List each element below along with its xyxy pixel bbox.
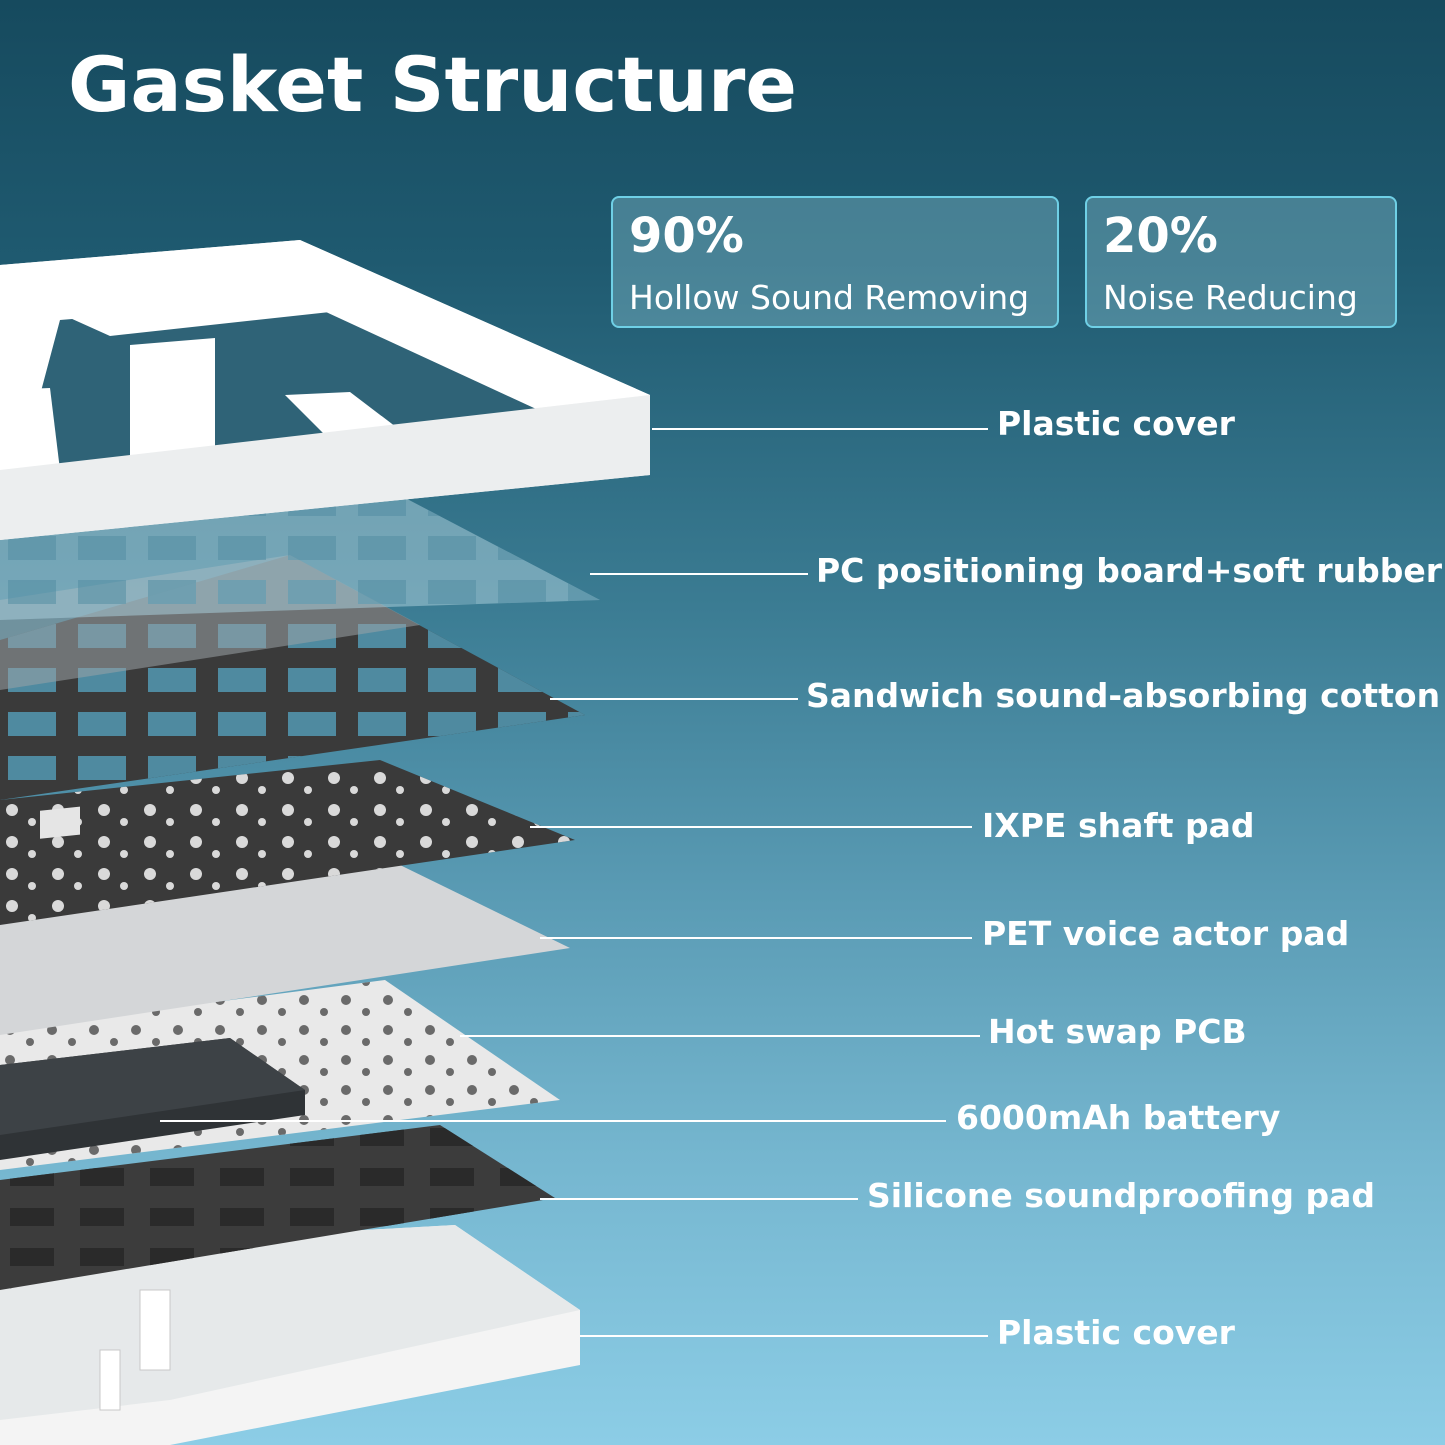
callout-line [540, 1198, 858, 1200]
layer-label-ixpe-shaft-pad: IXPE shaft pad [982, 806, 1255, 845]
stat-value: 20% [1103, 208, 1218, 264]
callout-line [530, 826, 972, 828]
top-plastic-cover [0, 240, 650, 540]
layer-label-pet-voice-actor-pad: PET voice actor pad [982, 914, 1350, 953]
ixpe-shaft-pad [0, 760, 575, 925]
stat-label: Noise Reducing [1103, 278, 1358, 317]
layer-label-silicone-pad: Silicone soundproofing pad [867, 1176, 1376, 1215]
bottom-plastic-cover [0, 1225, 580, 1445]
page-title: Gasket Structure [68, 40, 797, 129]
callout-line [580, 1335, 988, 1337]
callout-line [460, 1035, 980, 1037]
pet-voice-actor-pad [0, 865, 570, 1035]
callout-line [540, 937, 972, 939]
stat-card-hollow-sound: 90% Hollow Sound Removing [611, 196, 1059, 328]
layer-label-plastic-cover-top: Plastic cover [997, 404, 1235, 443]
layer-label-pc-positioning-board: PC positioning board+soft rubber [816, 551, 1443, 590]
silicone-soundproofing-pad [0, 1125, 555, 1290]
callout-line [160, 1120, 946, 1122]
callout-line [550, 698, 798, 700]
layer-label-sandwich-cotton: Sandwich sound-absorbing cotton [806, 676, 1441, 715]
layer-label-plastic-cover-bottom: Plastic cover [997, 1313, 1235, 1352]
stat-label: Hollow Sound Removing [629, 278, 1030, 317]
callout-line [590, 573, 808, 575]
layer-label-battery: 6000mAh battery [956, 1098, 1281, 1137]
layer-label-hot-swap-pcb: Hot swap PCB [988, 1012, 1247, 1051]
stat-value: 90% [629, 208, 744, 264]
hot-swap-pcb [0, 980, 560, 1170]
stat-card-noise-reducing: 20% Noise Reducing [1085, 196, 1397, 328]
callout-line [652, 428, 988, 430]
